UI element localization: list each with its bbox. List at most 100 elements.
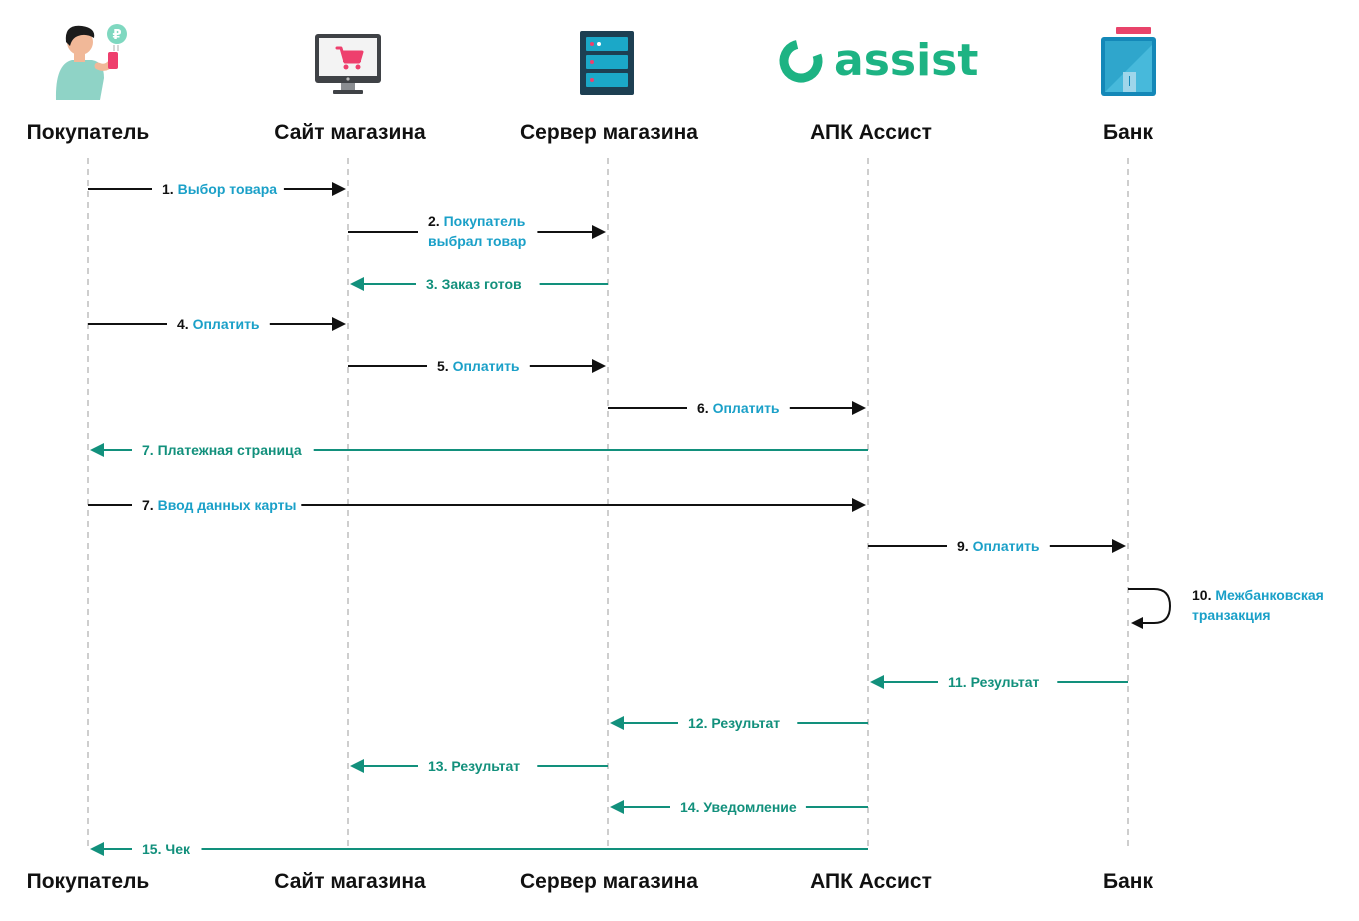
actor-label-buyer-top: Покупатель bbox=[27, 121, 150, 144]
assist-logo-icon: assist bbox=[779, 35, 978, 86]
message-text: Оплатить bbox=[969, 538, 1040, 554]
message-text: Платежная страница bbox=[154, 442, 302, 458]
message-number: 6. bbox=[697, 400, 709, 416]
person-with-phone-icon: ₽ bbox=[55, 24, 127, 100]
message-number: 4. bbox=[177, 316, 189, 332]
message-text: Покупатель bbox=[440, 213, 526, 229]
arrow-head bbox=[592, 225, 606, 239]
message-9: 9. Оплатить bbox=[868, 538, 1126, 554]
message-label: 13. Результат bbox=[428, 758, 520, 774]
actor-label-site-bottom: Сайт магазина bbox=[274, 870, 426, 893]
arrow-head bbox=[610, 716, 624, 730]
message-label: 7. Платежная страница bbox=[142, 442, 302, 458]
messages: 1. Выбор товара 2. Покупатель выбрал товар… bbox=[88, 181, 1324, 857]
message-number: 7. bbox=[142, 442, 154, 458]
message-6: 6. Оплатить bbox=[608, 400, 866, 416]
actor-label-apk-top: АПК Ассист bbox=[810, 121, 932, 144]
message-number: 2. bbox=[428, 213, 440, 229]
message-text: Оплатить bbox=[189, 316, 260, 332]
message-number: 3. bbox=[426, 276, 438, 292]
message-number: 7. bbox=[142, 497, 154, 513]
message-number: 11. bbox=[948, 674, 967, 690]
message-10: 10. Межбанковская транзакция bbox=[1128, 587, 1324, 629]
message-label: 5. Оплатить bbox=[437, 358, 520, 374]
message-text: Выбор товара bbox=[174, 181, 278, 197]
message-1: 1. Выбор товара bbox=[88, 181, 346, 197]
actor-label-site-top: Сайт магазина bbox=[274, 121, 426, 144]
message-number: 12. bbox=[688, 715, 707, 731]
message-label: 1. Выбор товара bbox=[162, 181, 277, 197]
actor-label-apk-bottom: АПК Ассист bbox=[810, 870, 932, 893]
message-text: Уведомление bbox=[699, 799, 796, 815]
message-text: Чек bbox=[161, 841, 191, 857]
message-label-line-2: транзакция bbox=[1192, 607, 1271, 623]
message-15: 15. Чек bbox=[90, 841, 868, 857]
message-11: 11. Результат bbox=[870, 674, 1128, 690]
message-number: 15. bbox=[142, 841, 161, 857]
message-text: Заказ готов bbox=[438, 276, 522, 292]
message-label: 7. Ввод данных карты bbox=[142, 497, 296, 513]
arrow-head bbox=[1112, 539, 1126, 553]
message-text: Результат bbox=[967, 674, 1040, 690]
arrow-head bbox=[350, 277, 364, 291]
arrow-head bbox=[870, 675, 884, 689]
arrow-head bbox=[90, 842, 104, 856]
message-number: 13. bbox=[428, 758, 447, 774]
message-text: транзакция bbox=[1192, 607, 1271, 623]
message-number: 9. bbox=[957, 538, 969, 554]
arrow-head bbox=[350, 759, 364, 773]
message-text: выбрал товар bbox=[428, 233, 526, 249]
arrow-head bbox=[592, 359, 606, 373]
arrow-head bbox=[610, 800, 624, 814]
message-4: 4. Оплатить bbox=[88, 316, 346, 332]
arrow-head bbox=[852, 401, 866, 415]
message-text: Ввод данных карты bbox=[154, 497, 297, 513]
message-2: 2. Покупатель выбрал товар bbox=[348, 213, 606, 249]
message-label: 10. Межбанковская bbox=[1192, 587, 1324, 603]
actor-label-server-bottom: Сервер магазина bbox=[520, 870, 698, 893]
actor-label-bank-top: Банк bbox=[1103, 121, 1153, 144]
message-number: 10. bbox=[1192, 587, 1211, 603]
message-text: Оплатить bbox=[449, 358, 520, 374]
message-label: 12. Результат bbox=[688, 715, 780, 731]
message-label: 3. Заказ готов bbox=[426, 276, 522, 292]
message-8: 7. Ввод данных карты bbox=[88, 497, 866, 513]
message-number: 14. bbox=[680, 799, 699, 815]
message-label: 4. Оплатить bbox=[177, 316, 260, 332]
message-label: 14. Уведомление bbox=[680, 799, 797, 815]
message-label-line-2: выбрал товар bbox=[428, 233, 526, 249]
self-loop-arrow bbox=[1128, 588, 1172, 624]
assist-logo-text: assist bbox=[834, 35, 978, 86]
server-rack-icon bbox=[580, 31, 634, 95]
actor-label-bank-bottom: Банк bbox=[1103, 870, 1153, 893]
message-label: 11. Результат bbox=[948, 674, 1039, 690]
message-13: 13. Результат bbox=[350, 758, 608, 774]
message-14: 14. Уведомление bbox=[610, 799, 868, 815]
actor-label-buyer-bottom: Покупатель bbox=[27, 870, 150, 893]
arrow-head bbox=[852, 498, 866, 512]
monitor-cart-icon bbox=[315, 34, 381, 94]
message-12: 12. Результат bbox=[610, 715, 868, 731]
message-text: Результат bbox=[447, 758, 520, 774]
message-label: 2. Покупатель bbox=[428, 213, 526, 229]
message-3: 3. Заказ готов bbox=[350, 276, 608, 292]
arrow-head bbox=[1131, 617, 1143, 629]
actor-label-server-top: Сервер магазина bbox=[520, 121, 698, 144]
message-label: 15. Чек bbox=[142, 841, 191, 857]
message-label: 9. Оплатить bbox=[957, 538, 1040, 554]
message-text: Результат bbox=[707, 715, 780, 731]
bank-building-icon bbox=[1101, 27, 1156, 96]
message-text: Межбанковская bbox=[1211, 587, 1323, 603]
svg-text:₽: ₽ bbox=[112, 28, 121, 43]
message-label: 6. Оплатить bbox=[697, 400, 780, 416]
arrow-head bbox=[332, 317, 346, 331]
message-number: 5. bbox=[437, 358, 449, 374]
message-number: 1. bbox=[162, 181, 174, 197]
message-text: Оплатить bbox=[709, 400, 780, 416]
arrow-head bbox=[90, 443, 104, 457]
message-7: 7. Платежная страница bbox=[90, 442, 868, 458]
arrow-head bbox=[332, 182, 346, 196]
message-5: 5. Оплатить bbox=[348, 358, 606, 374]
